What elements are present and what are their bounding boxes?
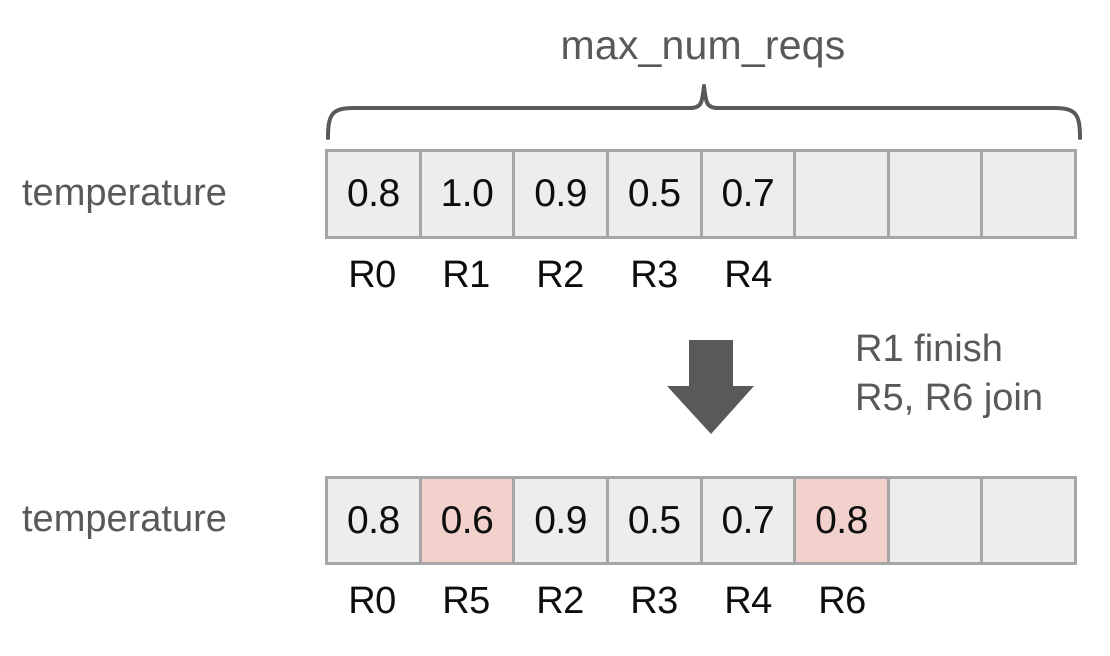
- span-brace-icon: [326, 84, 1082, 140]
- temperature-buffer-before: 0.8 1.0 0.9 0.5 0.7: [325, 149, 1077, 239]
- request-id-row-after: R0 R5 R2 R3 R4 R6: [325, 578, 1077, 624]
- buffer-cell: 0.9: [515, 152, 609, 236]
- buffer-cell-empty: [796, 152, 890, 236]
- request-id: R2: [536, 253, 584, 296]
- request-id: R4: [724, 253, 772, 296]
- request-id: R0: [348, 579, 396, 622]
- temperature-buffer-after: 0.8 0.6 0.9 0.5 0.7 0.8: [325, 476, 1077, 565]
- request-id: R3: [630, 579, 678, 622]
- buffer-cell-highlighted: 0.6: [421, 479, 516, 562]
- transition-note: R1 finish R5, R6 join: [855, 325, 1043, 423]
- request-id: R4: [724, 579, 772, 622]
- buffer-cell: 0.8: [328, 152, 422, 236]
- request-id: R5: [442, 579, 490, 622]
- row-label-temperature-before: temperature: [22, 172, 227, 214]
- max-num-reqs-label: max_num_reqs: [560, 22, 846, 68]
- buffer-cell-empty: [889, 479, 984, 562]
- request-id: R2: [536, 579, 584, 622]
- buffer-cell: 0.5: [608, 152, 703, 236]
- request-id-empty: [889, 252, 983, 298]
- row-label-temperature-after: temperature: [22, 498, 227, 540]
- buffer-cell: 0.7: [702, 479, 797, 562]
- buffer-cell-empty: [983, 152, 1074, 236]
- buffer-cell: 0.9: [515, 479, 609, 562]
- buffer-cell: 0.7: [702, 152, 797, 236]
- buffer-cell: 0.5: [608, 479, 703, 562]
- request-id-empty: [795, 252, 889, 298]
- buffer-cell-highlighted: 0.8: [796, 479, 890, 562]
- request-id: R3: [630, 253, 678, 296]
- request-id: R1: [442, 253, 490, 296]
- transition-note-line-1: R1 finish: [855, 328, 1003, 370]
- request-id: R0: [348, 253, 396, 296]
- buffer-cell-empty: [983, 479, 1074, 562]
- request-id-row-before: R0 R1 R2 R3 R4: [325, 252, 1077, 298]
- buffer-cell: 0.8: [328, 479, 422, 562]
- transition-note-line-2: R5, R6 join: [855, 377, 1043, 419]
- buffer-cell-empty: [889, 152, 984, 236]
- request-id-empty: [983, 578, 1077, 624]
- down-arrow-icon: [667, 340, 754, 434]
- request-id: R6: [818, 579, 866, 622]
- request-id-empty: [889, 578, 983, 624]
- request-id-empty: [983, 252, 1077, 298]
- buffer-cell: 1.0: [421, 152, 516, 236]
